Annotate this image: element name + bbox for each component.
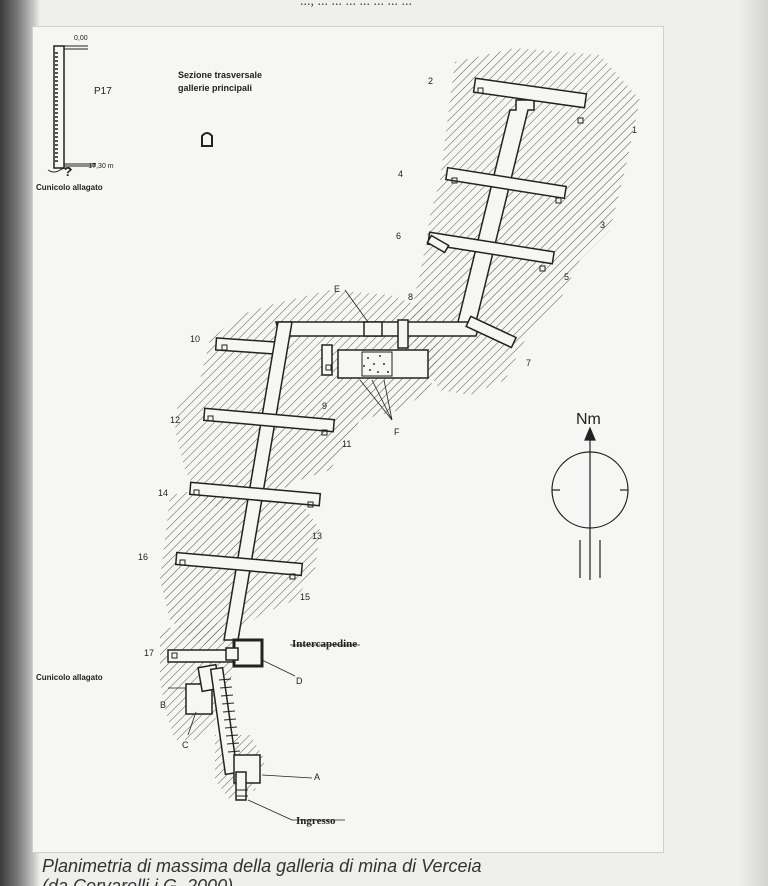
label-13: 13	[312, 531, 322, 541]
north-arrow	[551, 426, 629, 580]
intercapedine-label: Intercapedine	[292, 638, 357, 650]
label-11: 11	[342, 439, 351, 449]
right-edge-shadow	[738, 0, 768, 886]
label-2: 2	[428, 76, 433, 86]
shaft-name: P17	[94, 86, 112, 97]
cunicolo-allagato-label: Cunicolo allagato	[36, 673, 103, 682]
stair-ticks	[218, 678, 248, 797]
figure-caption-line2: (da Corvarelli i G. 2000)	[42, 876, 234, 886]
label-a: A	[314, 772, 320, 782]
label-e: E	[334, 284, 340, 294]
label-d: D	[296, 676, 303, 686]
section-title-line2: gallerie principali	[178, 83, 252, 93]
label-10: 10	[190, 334, 200, 344]
label-8: 8	[408, 292, 413, 302]
label-6: 6	[396, 231, 401, 241]
rubble-dots	[363, 355, 389, 373]
end-markers	[171, 87, 584, 659]
figure-caption: Planimetria di massima della galleria di…	[42, 856, 482, 876]
label-17: 17	[144, 648, 154, 658]
shaft-bottom-depth: -17,30 m	[86, 163, 114, 170]
label-7: 7	[526, 358, 531, 368]
label-c: C	[182, 740, 189, 750]
shaft-cunicolo-label: Cunicolo allagato	[36, 183, 103, 192]
shaft-question-mark: ?	[64, 164, 72, 179]
label-3: 3	[600, 220, 605, 230]
section-title-line1: Sezione trasversale	[178, 70, 262, 80]
ingresso-label: Ingresso	[296, 815, 336, 827]
tunnels	[167, 77, 588, 801]
shaft-p17	[47, 45, 96, 173]
cropped-top-text: ..., ... ... ... ... ... ... ...	[300, 0, 412, 8]
label-b: B	[160, 700, 166, 710]
label-5: 5	[564, 272, 569, 282]
label-4: 4	[398, 169, 403, 179]
north-label: Nm	[576, 411, 601, 428]
label-9: 9	[322, 401, 327, 411]
label-16: 16	[138, 552, 148, 562]
label-12: 12	[170, 415, 180, 425]
label-14: 14	[158, 488, 168, 498]
cross-section-icon	[201, 132, 213, 147]
label-15: 15	[300, 592, 310, 602]
shaft-top-depth: 0,00	[74, 35, 88, 42]
label-1: 1	[632, 125, 637, 135]
label-f: F	[394, 427, 400, 437]
leader-lines	[168, 289, 393, 821]
